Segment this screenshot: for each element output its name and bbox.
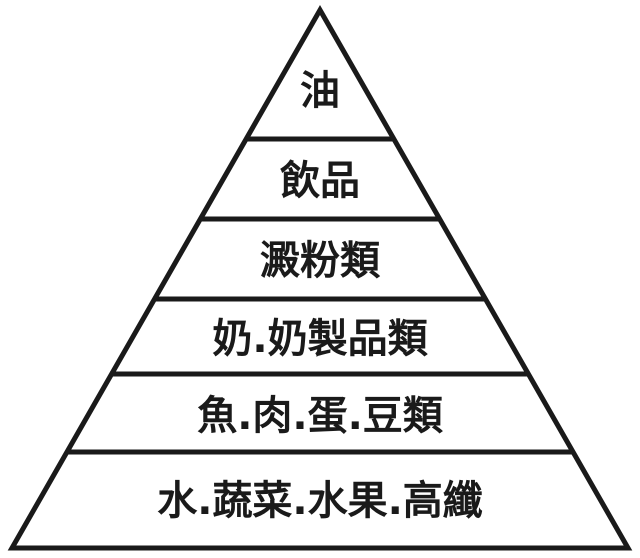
tier-label-starches: 澱粉類 — [260, 238, 381, 284]
tier-label-protein: 魚.肉.蛋.豆類 — [197, 393, 444, 439]
tier-label-oil: 油 — [300, 68, 340, 114]
tier-label-dairy: 奶.奶製品類 — [212, 316, 428, 362]
pyramid-outline — [7, 4, 633, 551]
tier-label-produce: 水.蔬菜.水果.高纖 — [157, 478, 483, 524]
tier-label-drinks: 飲品 — [280, 158, 360, 204]
